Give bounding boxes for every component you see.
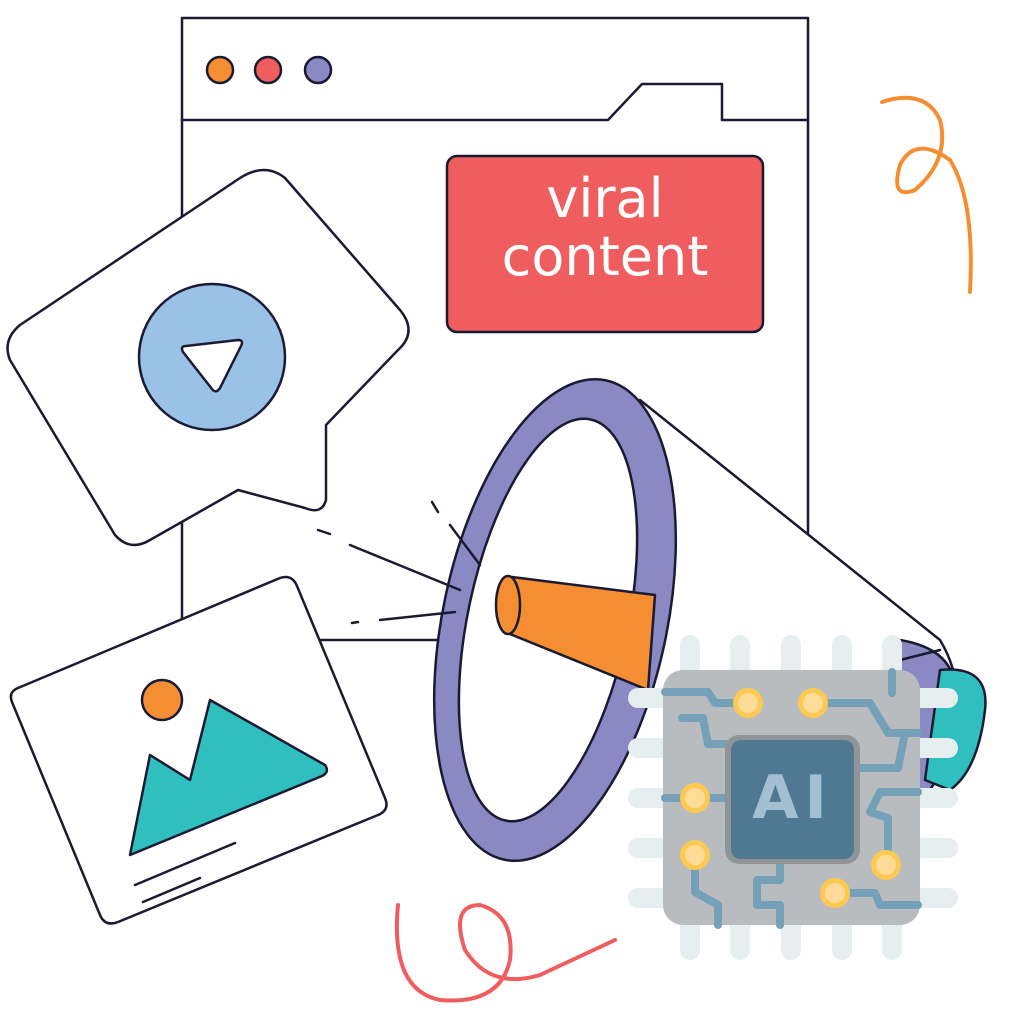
banner-line-2: content (501, 225, 709, 288)
chip-label: AI (752, 763, 833, 833)
red-squiggle (394, 903, 617, 1003)
play-icon (180, 338, 244, 393)
window-dot-orange (205, 55, 235, 85)
banner-text: viral content (447, 170, 763, 286)
ai-chip-icon (628, 635, 958, 960)
viral-content-banner (445, 154, 765, 334)
image-icon (9, 575, 388, 925)
banner-line-1: viral (546, 167, 664, 230)
video-bubble (6, 168, 410, 547)
window-dot-red (253, 55, 283, 85)
window-dot-purple (303, 55, 333, 85)
orange-squiggle (880, 95, 973, 294)
